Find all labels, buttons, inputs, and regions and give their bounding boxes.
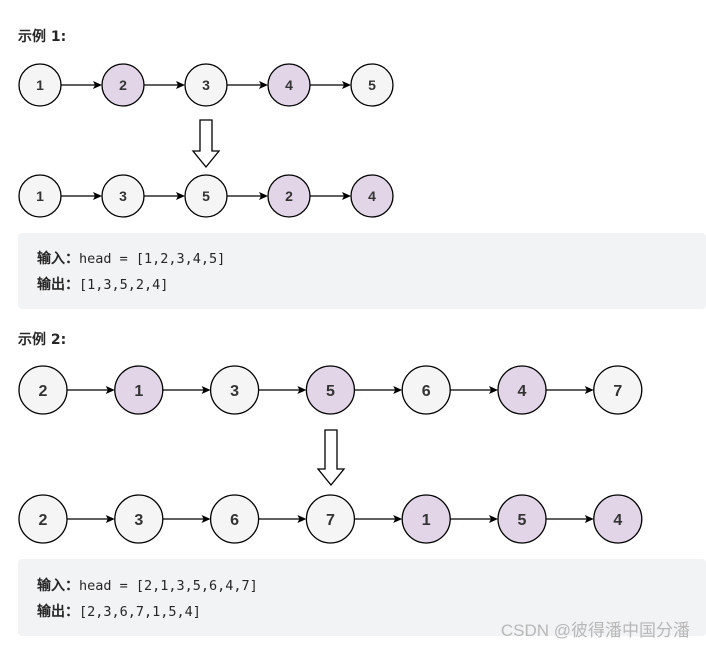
arrowhead-icon <box>259 81 268 89</box>
list-node-after <box>18 494 68 544</box>
list-node-before <box>184 63 228 107</box>
output-value: [1,3,5,2,4] <box>79 277 169 293</box>
input-value: head = [1,2,3,4,5] <box>79 251 226 267</box>
node-value: 2 <box>119 77 127 93</box>
node-value: 3 <box>202 77 210 93</box>
list-node-after <box>593 494 643 544</box>
arrowhead-icon <box>584 515 594 523</box>
arrowhead-icon <box>259 192 268 200</box>
list-node-before <box>401 365 451 415</box>
list-node-after <box>101 174 145 218</box>
input-value: head = [2,1,3,5,6,4,7] <box>79 578 258 594</box>
node-value: 6 <box>422 383 431 400</box>
input-label: 输入： <box>37 578 79 594</box>
list-node-after <box>350 174 394 218</box>
node-value: 5 <box>518 512 527 529</box>
arrowhead-icon <box>176 192 185 200</box>
arrowhead-icon <box>297 515 307 523</box>
output-value: [2,3,6,7,1,5,4] <box>79 604 201 620</box>
node-value: 3 <box>230 383 239 400</box>
arrowhead-icon <box>93 81 102 89</box>
input-label: 输入： <box>37 251 79 267</box>
arrowhead-icon <box>489 386 498 394</box>
node-value: 4 <box>285 77 293 93</box>
node-value: 1 <box>36 188 44 204</box>
down-arrow-icon <box>191 119 221 169</box>
arrowhead-icon <box>489 515 498 523</box>
list-node-before <box>305 365 356 415</box>
arrowhead-icon <box>201 386 211 394</box>
list-node-after <box>18 174 62 218</box>
example-1-io-box: 输入：head = [1,2,3,4,5] 输出：[1,3,5,2,4] <box>18 233 706 309</box>
node-value: 4 <box>368 188 376 204</box>
arrowhead-icon <box>342 192 351 200</box>
list-node-after <box>267 174 311 218</box>
node-value: 2 <box>39 383 48 400</box>
list-node-after <box>209 494 260 544</box>
arrowhead-icon <box>201 515 211 523</box>
arrowhead-icon <box>105 386 115 394</box>
list-node-after <box>305 494 356 544</box>
output-label: 输出： <box>37 604 79 620</box>
list-node-after <box>497 494 547 544</box>
example-2-title: 示例 2: <box>18 332 67 348</box>
node-value: 1 <box>36 77 44 93</box>
example-1-diagram: 1 2 3 4 5 1 3 5 2 4 <box>18 63 394 218</box>
list-node-before <box>18 365 68 415</box>
list-node-before <box>114 365 164 415</box>
node-value: 2 <box>39 512 48 529</box>
arrowhead-icon <box>393 515 403 523</box>
example-1-title: 示例 1: <box>18 29 67 45</box>
node-value: 5 <box>368 77 376 93</box>
list-node-after <box>114 494 164 544</box>
watermark: CSDN @彼得潘中国分潘 <box>500 621 690 640</box>
down-arrow-icon <box>316 429 346 487</box>
node-value: 5 <box>326 383 335 400</box>
list-node-after <box>184 174 228 218</box>
arrowhead-icon <box>342 81 351 89</box>
list-node-before <box>18 63 62 107</box>
list-node-before <box>101 63 145 107</box>
list-node-before <box>497 365 547 415</box>
node-value: 2 <box>285 188 293 204</box>
list-node-before <box>267 63 311 107</box>
arrowhead-icon <box>93 192 102 200</box>
node-value: 7 <box>326 512 335 529</box>
list-node-after <box>401 494 451 544</box>
arrowhead-icon <box>105 515 115 523</box>
node-value: 3 <box>134 512 143 529</box>
node-value: 4 <box>518 383 527 400</box>
node-value: 6 <box>230 512 239 529</box>
example-2-diagram: 2 1 3 5 6 4 7 2 3 6 7 1 5 4 <box>18 365 643 544</box>
arrowhead-icon <box>584 386 594 394</box>
node-value: 7 <box>613 383 622 400</box>
node-value: 5 <box>202 188 210 204</box>
node-value: 1 <box>134 383 143 400</box>
arrowhead-icon <box>176 81 185 89</box>
node-value: 1 <box>422 512 431 529</box>
example-2-io-box: 输入：head = [2,1,3,5,6,4,7] 输出：[2,3,6,7,1,… <box>18 559 706 636</box>
list-node-before <box>593 365 643 415</box>
node-value: 4 <box>613 512 622 529</box>
node-value: 3 <box>119 188 127 204</box>
output-label: 输出： <box>37 277 79 293</box>
list-node-before <box>209 365 260 415</box>
arrowhead-icon <box>297 386 307 394</box>
list-node-before <box>350 63 394 107</box>
arrowhead-icon <box>393 386 403 394</box>
